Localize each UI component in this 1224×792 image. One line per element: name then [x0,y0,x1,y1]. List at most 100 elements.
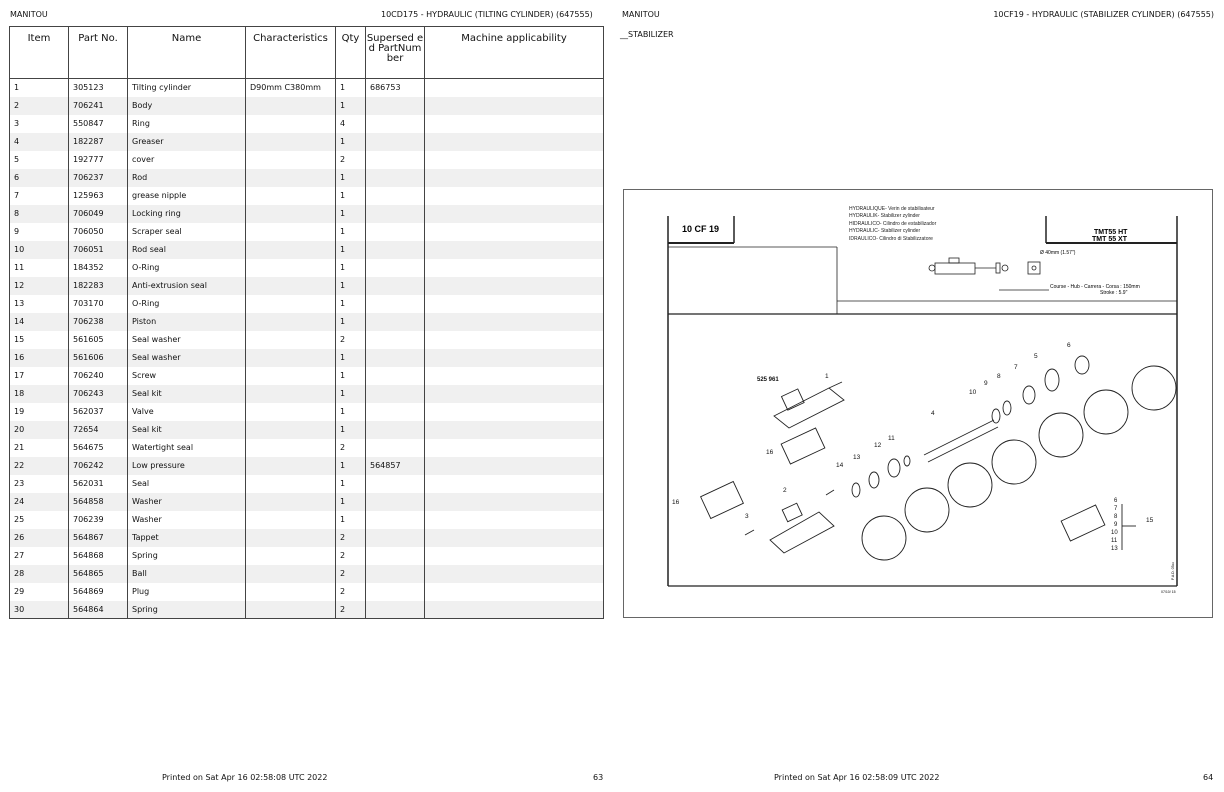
callout-12: 12 [874,442,882,449]
right-page: MANITOU 10CF19 - HYDRAULIC (STABILIZER C… [612,0,1224,792]
table-cell [245,510,336,529]
table-cell [365,96,425,115]
callout-13: 13 [853,454,861,461]
table-cell [365,528,425,547]
table-cell [365,258,425,277]
table-cell [424,114,604,133]
table-cell: Body [127,96,246,115]
table-cell: 23 [9,474,69,493]
table-cell: 8 [9,204,69,223]
table-cell: 561606 [68,348,128,367]
table-cell: Plug [127,582,246,601]
table-cell: Rod seal [127,240,246,259]
table-cell: 1 [335,186,366,205]
left-page: MANITOU 10CD175 - HYDRAULIC (TILTING CYL… [9,10,604,782]
table-cell: 686753 [365,78,425,97]
table-cell [424,168,604,187]
table-cell [245,240,336,259]
section-subtitle: __STABILIZER [620,30,674,39]
table-cell: Piston [127,312,246,331]
callout-6: 6 [1067,342,1071,349]
table-cell [424,294,604,313]
callout-11: 11 [888,435,895,442]
table-cell: Scraper seal [127,222,246,241]
bracket-label: 10 [1111,530,1118,536]
table-cell [424,222,604,241]
callout-8: 8 [997,373,1001,380]
table-cell [365,492,425,511]
table-cell: 1 [335,474,366,493]
table-cell: 706241 [68,96,128,115]
table-cell [365,348,425,367]
table-cell [365,564,425,583]
table-cell: 1 [335,402,366,421]
callout-2: 2 [783,487,787,494]
table-cell [424,402,604,421]
table-cell [245,384,336,403]
table-cell: Tappet [127,528,246,547]
table-cell: 1 [9,78,69,97]
table-cell: 1 [335,294,366,313]
table-cell [424,132,604,151]
printed-date: Printed on Sat Apr 16 02:58:09 UTC 2022 [774,773,940,782]
cylinder-sketch [928,257,1049,291]
part-ref: 525 961 [757,377,779,383]
table-cell: 1 [335,510,366,529]
diameter-label: Ø 40mm (1.57") [1040,250,1076,256]
bracket-label: 11 [1111,538,1118,544]
table-cell: 1 [335,132,366,151]
table-cell: 550847 [68,114,128,133]
table-cell: 30 [9,600,69,619]
corner-date: 07/10/ 15 [1161,590,1176,594]
table-cell: 564868 [68,546,128,565]
table-cell: Watertight seal [127,438,246,457]
callout-16: 16 [672,499,680,506]
table-cell [424,240,604,259]
table-cell: Spring [127,546,246,565]
table-cell: 10 [9,240,69,259]
table-cell: 2 [335,600,366,619]
table-cell: O-Ring [127,258,246,277]
table-cell: Valve [127,402,246,421]
callout-7: 7 [1014,364,1018,371]
table-cell: 125963 [68,186,128,205]
side-note: P.A.D. 05xx [1171,562,1175,580]
lang-line: HIDRAULICO- Cilindro de estabilizador [849,221,937,227]
table-cell: 26 [9,528,69,547]
table-cell: 2 [9,96,69,115]
table-cell: 2 [335,438,366,457]
lang-line: HYDRAULIK- Stabilizer zylinder [849,213,920,219]
table-cell: 706238 [68,312,128,331]
table-cell [424,528,604,547]
table-cell [424,600,604,619]
table-cell: 564675 [68,438,128,457]
callout-14: 14 [836,462,844,469]
bracket-label: 7 [1114,506,1118,512]
table-cell: Seal [127,474,246,493]
table-cell [245,474,336,493]
table-cell: Screw [127,366,246,385]
table-cell [424,546,604,565]
table-cell: 29 [9,582,69,601]
table-cell [245,150,336,169]
callout-1: 1 [825,373,829,380]
callout-10: 10 [969,389,977,396]
bracket-label: 8 [1114,514,1118,520]
table-cell: 305123 [68,78,128,97]
table-cell: 562031 [68,474,128,493]
lang-line: IDRAULICO- Cilindro di Stabilizzatore [849,236,933,242]
table-cell: Locking ring [127,204,246,223]
table-cell: 1 [335,204,366,223]
table-cell: 5 [9,150,69,169]
table-cell: 1 [335,348,366,367]
table-cell [365,276,425,295]
callout-5: 5 [1034,353,1038,360]
